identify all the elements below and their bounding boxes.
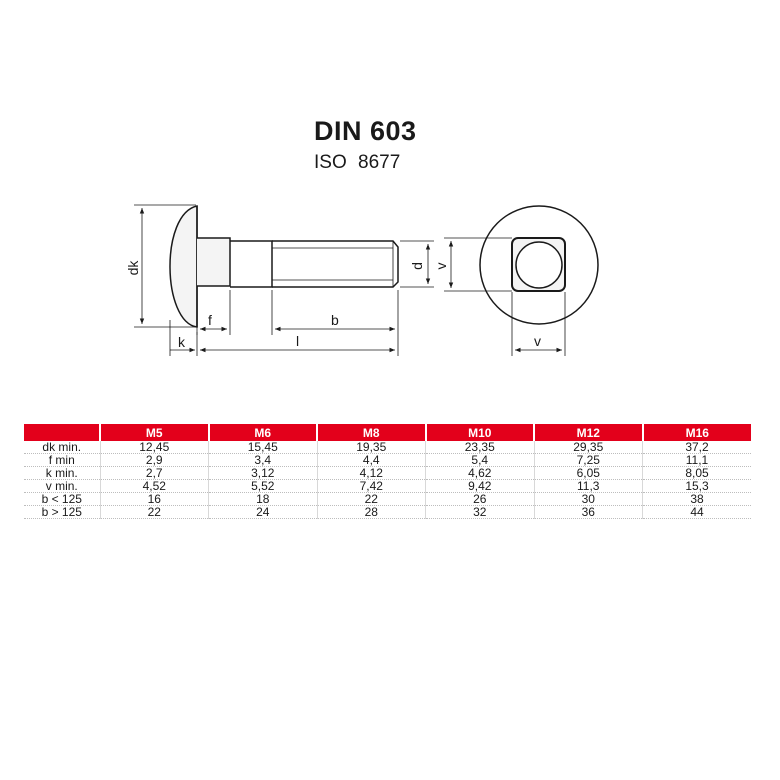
row-label: f min <box>24 453 100 467</box>
table-cell: 7,42 <box>316 479 426 493</box>
technical-drawing: dk d f b k l v v <box>125 204 599 356</box>
table-row: v min. 4,52 5,52 7,42 9,42 11,3 15,3 <box>24 479 751 493</box>
head-circle <box>479 205 599 325</box>
table-cell: 6,05 <box>533 466 643 480</box>
column-header: M6 <box>207 424 317 441</box>
table-cell: 11,3 <box>533 479 643 493</box>
f-label: f <box>208 312 212 328</box>
table-cell: 15,3 <box>642 479 751 493</box>
table-cell: 28 <box>316 505 426 519</box>
table-header-row: M5 M6 M8 M10 M12 M16 <box>24 424 751 441</box>
column-header: M16 <box>641 424 751 441</box>
dimension-labels: dk d f b k l <box>125 260 425 350</box>
bolt-end-view <box>444 205 599 356</box>
column-header: M5 <box>99 424 209 441</box>
row-label: b < 125 <box>24 492 100 506</box>
dimensions-table: M5 M6 M8 M10 M12 M16 dk min. 12,45 15,45… <box>24 424 751 519</box>
table-cell: 2,7 <box>99 466 209 480</box>
table-cell: 4,12 <box>316 466 426 480</box>
table-cell: 22 <box>316 492 426 506</box>
row-label: dk min. <box>24 441 100 454</box>
bolt-square-neck <box>197 237 231 287</box>
table-cell: 44 <box>642 505 751 519</box>
table-cell: 16 <box>99 492 209 506</box>
table-cell: 4,62 <box>425 466 534 480</box>
standard-title: DIN 603 <box>314 116 417 146</box>
row-label: v min. <box>24 479 100 493</box>
table-row: b > 125 22 24 28 32 36 44 <box>24 505 751 519</box>
table-cell: 3,12 <box>208 466 317 480</box>
l-label: l <box>296 333 299 349</box>
table-cell: 24 <box>208 505 317 519</box>
column-header: M12 <box>533 424 643 441</box>
table-row: k min. 2,7 3,12 4,12 4,62 6,05 8,05 <box>24 466 751 480</box>
table-cell: 32 <box>425 505 534 519</box>
table-cell: 37,2 <box>642 441 751 454</box>
bolt-thread <box>272 240 399 288</box>
row-label: b > 125 <box>24 505 100 519</box>
table-cell: 38 <box>642 492 751 506</box>
bolt-side-view <box>169 205 399 328</box>
table-cell: 5,4 <box>425 453 534 467</box>
table-cell: 4,52 <box>99 479 209 493</box>
v-label-horizontal: v <box>534 333 541 349</box>
table-cell: 12,45 <box>99 441 209 454</box>
table-cell: 22 <box>99 505 209 519</box>
table-cell: 30 <box>533 492 643 506</box>
column-header: M8 <box>316 424 426 441</box>
bolt-shank <box>230 240 273 288</box>
table-cell: 7,25 <box>533 453 643 467</box>
row-label: k min. <box>24 466 100 480</box>
standard-subtitle: ISO 8677 <box>314 152 401 173</box>
table-cell: 11,1 <box>642 453 751 467</box>
table-cell: 29,35 <box>533 441 643 454</box>
table-cell: 2,9 <box>99 453 209 467</box>
b-label: b <box>331 312 339 328</box>
table-cell: 19,35 <box>316 441 426 454</box>
table-cell: 3,4 <box>208 453 317 467</box>
column-header <box>24 424 100 441</box>
table-cell: 26 <box>425 492 534 506</box>
table-cell: 4,4 <box>316 453 426 467</box>
d-label: d <box>409 262 425 270</box>
dk-label: dk <box>125 260 141 276</box>
column-header: M10 <box>424 424 534 441</box>
table-cell: 23,35 <box>425 441 534 454</box>
table-row: f min 2,9 3,4 4,4 5,4 7,25 11,1 <box>24 453 751 467</box>
k-label: k <box>178 334 186 350</box>
dimension-lines <box>134 204 434 356</box>
table-row: b < 125 16 18 22 26 30 38 <box>24 492 751 506</box>
v-label-vertical: v <box>433 263 449 270</box>
table-cell: 8,05 <box>642 466 751 480</box>
bolt-dome-head <box>169 205 198 328</box>
table-cell: 18 <box>208 492 317 506</box>
table-cell: 5,52 <box>208 479 317 493</box>
table-cell: 9,42 <box>425 479 534 493</box>
table-cell: 15,45 <box>208 441 317 454</box>
shank-circle <box>515 241 563 289</box>
table-row: dk min. 12,45 15,45 19,35 23,35 29,35 37… <box>24 441 751 454</box>
table-cell: 36 <box>533 505 643 519</box>
